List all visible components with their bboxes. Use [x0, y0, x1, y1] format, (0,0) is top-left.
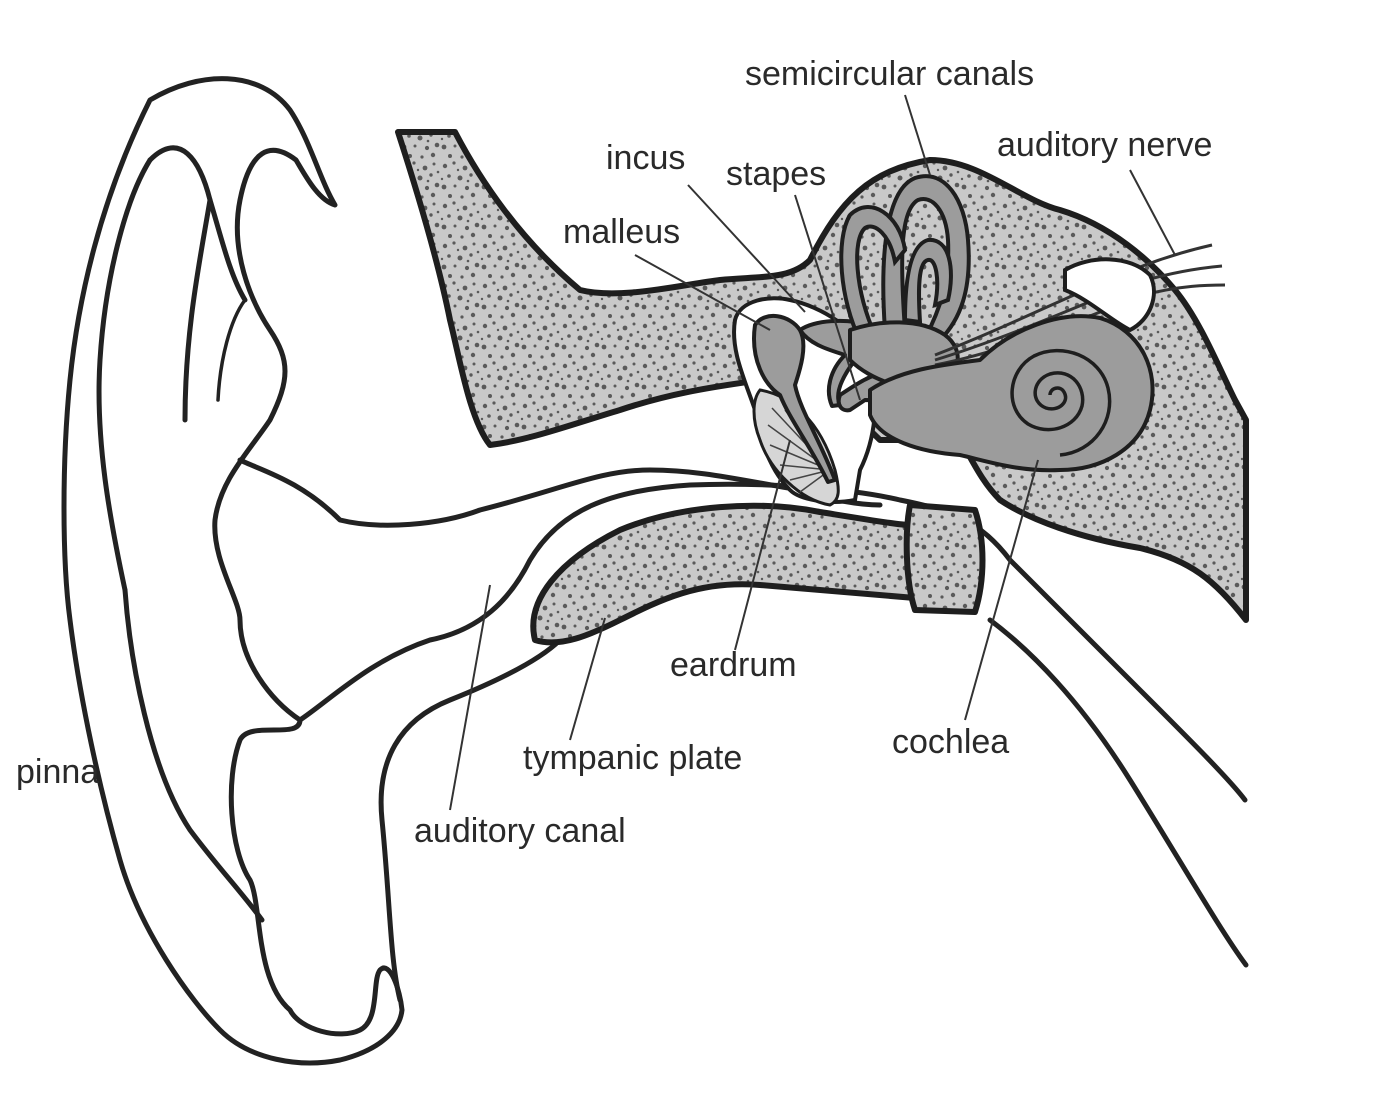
label-tympanic-plate: tympanic plate: [523, 739, 743, 777]
label-stapes: stapes: [726, 155, 827, 193]
pinna-drawing: [61, 76, 1249, 1066]
label-pinna: pinna: [16, 753, 100, 791]
label-eardrum: eardrum: [670, 646, 797, 684]
leader-lines: [449, 94, 1176, 811]
label-malleus: malleus: [563, 213, 681, 251]
tympanic-plate-bone: [530, 502, 918, 646]
label-auditory-canal: auditory canal: [414, 812, 626, 850]
label-incus: incus: [606, 139, 686, 177]
tympanic-block: [903, 502, 986, 615]
label-semicircular-canals: semicircular canals: [745, 55, 1035, 93]
inner-ear-cavity: [1063, 257, 1156, 333]
label-cochlea: cochlea: [892, 723, 1010, 761]
label-auditory-nerve: auditory nerve: [997, 126, 1213, 164]
cochlea-spiral: [1010, 348, 1112, 457]
